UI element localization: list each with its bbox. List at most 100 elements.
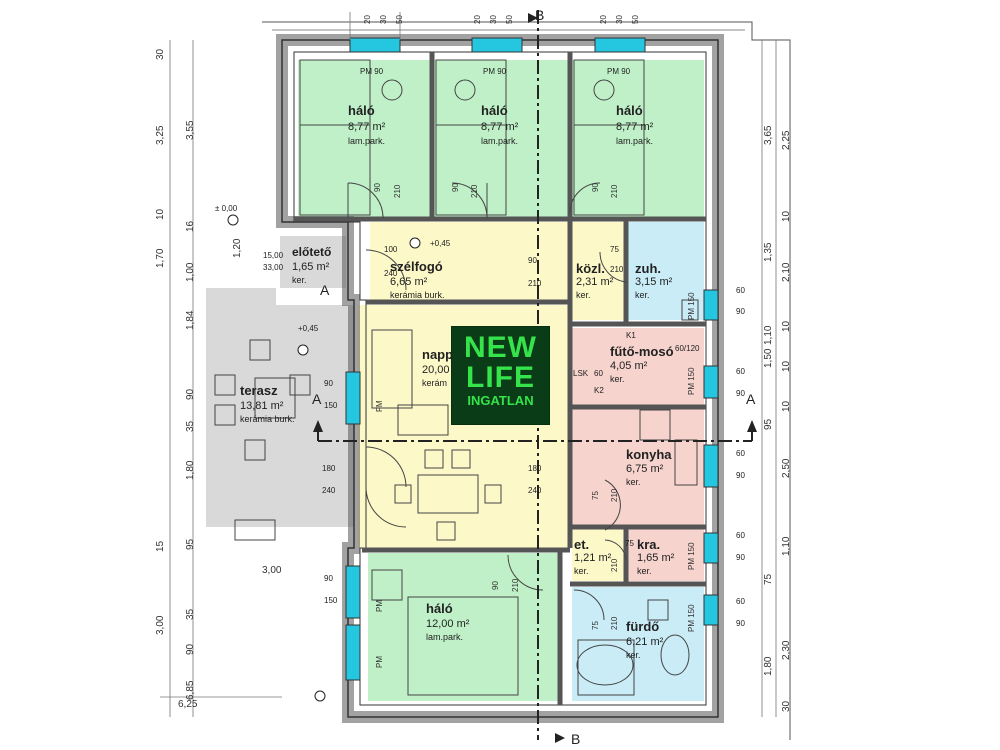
top-dim-9: 50 (631, 15, 640, 24)
left-dim-10: 6,85 (185, 680, 196, 700)
door-dim-19: 210 (511, 578, 520, 592)
room-floor-shower: ker. (635, 290, 650, 300)
room-name-bedroom-3: háló (616, 103, 643, 118)
room-name-bedroom-2: háló (481, 103, 508, 118)
room-fill-bedroom-2 (434, 60, 568, 217)
door-dim-27: 150 (324, 596, 338, 605)
new-life-ingatlan-logo: NEW LIFE INGATLAN (451, 326, 550, 425)
label-lsk: LSK (573, 369, 589, 378)
section-mark-b-top: B (535, 7, 545, 23)
interior-walls (294, 52, 706, 705)
level-marker-terrace (297, 344, 309, 356)
left-dim-9: 90 (185, 643, 196, 655)
room-name-terrace: terasz (240, 383, 278, 398)
door-dim-22: 75 (591, 621, 600, 630)
porch-fill (280, 236, 346, 288)
door-dim-26: 90 (324, 574, 333, 583)
room-fill-entry (370, 222, 568, 300)
left-dim-6: 1,80 (185, 460, 196, 480)
level-marker-entry (409, 237, 421, 249)
window-label-pm-2: PM (375, 656, 384, 668)
door-dim-7: 240 (384, 269, 398, 278)
logo-line-2: LIFE (466, 361, 535, 394)
right-window-dim-0: 60 (736, 286, 745, 295)
right-window-dim-8: 60 (736, 597, 745, 606)
furniture (214, 59, 699, 696)
room-floor-porch: ker. (292, 275, 307, 285)
room-floor-living: kerám (422, 378, 448, 388)
right-inner-dim-1: 1,50 (763, 348, 774, 368)
right-dim-3: 1,35 (763, 242, 774, 262)
room-name-entry: szélfogó (390, 259, 443, 274)
door-dim-23: 210 (610, 616, 619, 630)
door-dim-13: 240 (322, 486, 336, 495)
left-dim-2: 10 (155, 208, 166, 220)
left-dim-11: 6,25 (178, 699, 198, 710)
room-name-corridor: közl. (576, 261, 605, 276)
door-dim-5: 210 (610, 184, 619, 198)
right-window-dim-6: 60 (736, 531, 745, 540)
left-dim-1: 3,25 (155, 125, 166, 145)
door-dim-9: 210 (528, 279, 542, 288)
left-inner-dim-4: 35 (185, 420, 196, 432)
door-dim-12: 180 (322, 464, 336, 473)
room-area-pantry: 1,21 m² (574, 552, 612, 564)
window-label-pm-1: PM (375, 600, 384, 612)
room-area-corridor: 2,31 m² (576, 276, 614, 288)
room-area-living: 20,00 (422, 364, 450, 376)
window-label-3: PM 90 (607, 67, 631, 76)
door-dim-6: 100 (384, 245, 398, 254)
window-label-pm150-4: PM 150 (687, 604, 696, 632)
top-dim-8: 30 (615, 15, 624, 24)
room-area-entry: 6,65 m² (390, 276, 428, 288)
left-inner-dim-2: 1,00 (185, 262, 196, 282)
left-dim-4: 1,84 (185, 310, 196, 330)
room-area-bedroom-1: 8,77 m² (348, 121, 386, 133)
right-window-dim-9: 90 (736, 619, 745, 628)
room-name-kitchen: konyha (626, 447, 672, 462)
section-mark-a-right: A (746, 391, 756, 407)
right-inner-dim-5: 2,30 (781, 640, 792, 660)
right-inner-dim-6: 30 (781, 700, 792, 712)
room-name-storage: kra. (637, 537, 661, 552)
right-inner-dim-3: 10 (781, 400, 792, 412)
room-name-bedroom-1: háló (348, 103, 375, 118)
left-inner-dim-0: 3,55 (185, 120, 196, 140)
room-name-boiler: fűtő-mosó (610, 344, 674, 359)
room-fill-pantry (572, 529, 624, 581)
room-name-living: napp (422, 347, 454, 362)
door-dim-25: 150 (324, 401, 338, 410)
room-floor-boiler: ker. (610, 374, 625, 384)
room-name-shower: zuh. (635, 261, 661, 276)
room-area-kitchen: 6,75 m² (626, 463, 664, 475)
right-window-dim-5: 90 (736, 471, 745, 480)
door-dim-1: 210 (393, 184, 402, 198)
door-dim-20: 75 (625, 539, 634, 548)
left-inner-dim-5: 15 (155, 540, 166, 552)
room-floor-bathroom: ker. (626, 650, 641, 660)
room-area-porch: 1,65 m² (292, 261, 330, 273)
section-lines (318, 10, 752, 740)
top-dim-7: 20 (599, 15, 608, 24)
room-fill-corridor (572, 222, 624, 320)
room-name-bathroom: fürdő (626, 619, 660, 634)
right-dim-5: 1,10 (763, 325, 774, 345)
room-fill-bedroom-4 (368, 553, 558, 701)
label-lsk-size: 60 (594, 369, 603, 378)
door-dim-8: 90 (528, 256, 537, 265)
door-dim-3: 210 (470, 184, 479, 198)
section-arrow-left (313, 420, 323, 432)
room-floor-entry: kerámia burk. (390, 290, 445, 300)
right-dim-7: 2,50 (781, 458, 792, 478)
room-fill-storage (628, 529, 704, 581)
door-dim-18: 90 (491, 581, 500, 590)
room-area-shower: 3,15 m² (635, 276, 673, 288)
left-dim-3: 1,70 (155, 248, 166, 268)
room-area-bedroom-4: 12,00 m² (426, 618, 470, 630)
label-k1: K1 (626, 331, 636, 340)
window-label-pm150-3: PM 150 (687, 542, 696, 570)
section-mark-a-left: A (312, 391, 322, 407)
right-inner-dim-2: 95 (763, 418, 774, 430)
right-dim-0: 3,65 (763, 125, 774, 145)
